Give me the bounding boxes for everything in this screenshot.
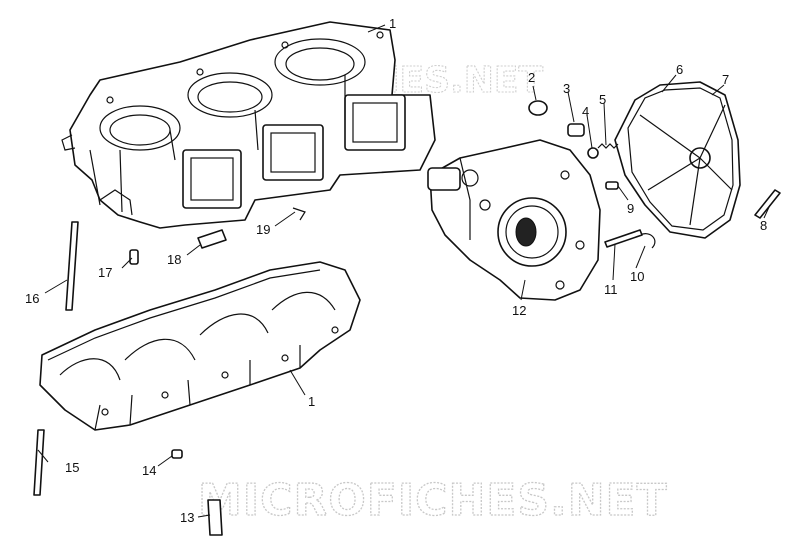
bolt-8	[754, 189, 781, 219]
leader-lines	[37, 24, 771, 518]
callout-16: 16	[25, 291, 39, 306]
callout-2: 2	[528, 70, 535, 85]
fitting-18	[197, 229, 227, 249]
callout-14: 14	[142, 463, 156, 478]
bolt-13	[207, 499, 223, 536]
pin-17	[129, 249, 139, 265]
callout-8: 8	[760, 218, 767, 233]
callout-17: 17	[98, 265, 112, 280]
callout-9: 9	[627, 201, 634, 216]
stud-16	[65, 221, 79, 311]
callout-19: 19	[256, 222, 270, 237]
callout-7: 7	[722, 72, 729, 87]
lower-crankcase	[39, 261, 361, 431]
callout-10: 10	[630, 269, 644, 284]
outer-cover	[614, 81, 741, 239]
callout-18: 18	[167, 252, 181, 267]
callout-5: 5	[599, 92, 606, 107]
clip-19	[292, 207, 306, 221]
pin-14	[171, 449, 183, 459]
watermark-bottom: MICROFICHES.NET	[198, 475, 668, 526]
stud-15	[33, 429, 45, 496]
engine-cover-housing	[427, 139, 601, 301]
callout-13: 13	[180, 510, 194, 525]
plug-2	[528, 100, 548, 116]
bolt-11	[604, 229, 643, 248]
plug-3	[567, 123, 585, 137]
part-4	[587, 147, 599, 159]
callout-upper-crankcase: 1	[389, 16, 396, 31]
pin-9	[605, 181, 619, 190]
clip-10	[639, 233, 656, 249]
spring-5	[597, 143, 619, 149]
callout-12: 12	[512, 303, 526, 318]
upper-crankcase	[61, 21, 436, 229]
callout-4: 4	[582, 104, 589, 119]
callout-3: 3	[563, 81, 570, 96]
callout-15: 15	[65, 460, 79, 475]
callout-11: 11	[604, 282, 618, 297]
callout-lower-crankcase: 1	[308, 394, 315, 409]
callout-6: 6	[676, 62, 683, 77]
